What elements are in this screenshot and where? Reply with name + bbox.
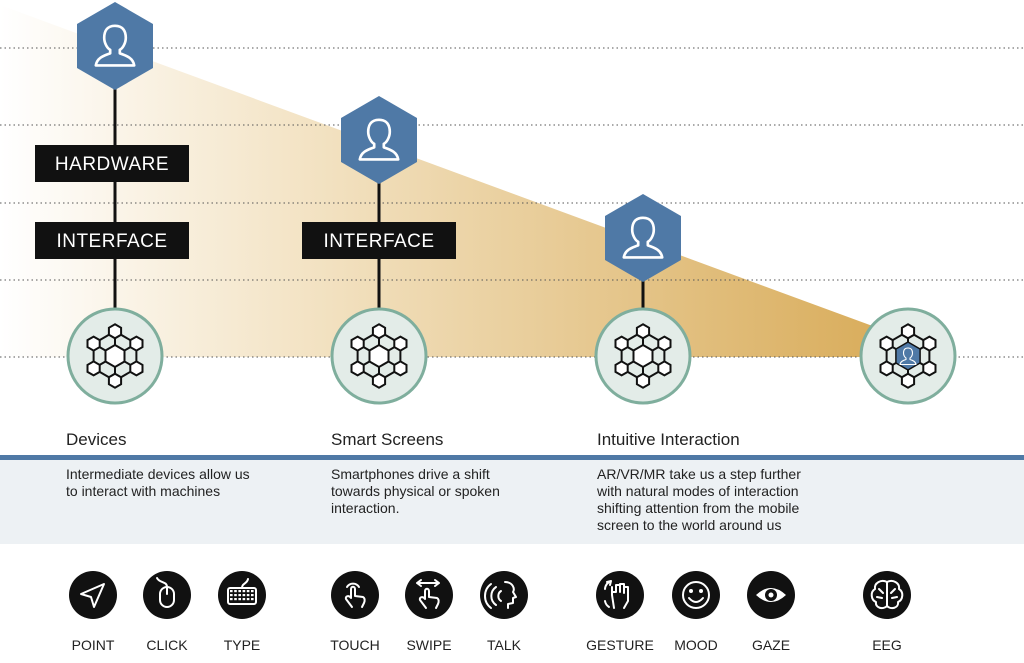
interaction-modes: POINT CLICK TYPE TOUCH SWIPE TALK GESTURE MOOD G… bbox=[69, 571, 911, 653]
mode-icon-badge bbox=[672, 571, 720, 619]
mode-label: EEG bbox=[872, 637, 902, 653]
network-node bbox=[66, 307, 164, 405]
mode-swipe: SWIPE bbox=[405, 571, 453, 653]
stage-description-devices: Intermediate devices allow us to interac… bbox=[66, 466, 306, 500]
mode-gaze: GAZE bbox=[747, 571, 795, 653]
description-line: screen to the world around us bbox=[597, 517, 782, 533]
talk-icon bbox=[484, 581, 517, 609]
mode-label: GESTURE bbox=[586, 637, 654, 653]
brain-icon bbox=[870, 579, 904, 610]
description-line: Smartphones drive a shift bbox=[331, 466, 490, 482]
hardware-label-box bbox=[35, 145, 189, 182]
hex-network-icon bbox=[614, 323, 672, 389]
mode-gesture: GESTURE bbox=[586, 571, 654, 653]
mode-label: SWIPE bbox=[406, 637, 451, 653]
user-hexagon-2 bbox=[341, 96, 417, 184]
mode-icon-badge bbox=[218, 571, 266, 619]
stage-title-devices: Devices bbox=[66, 430, 126, 449]
cursor-icon bbox=[80, 583, 105, 608]
description-band-line bbox=[0, 455, 1024, 460]
mode-label: CLICK bbox=[146, 637, 188, 653]
stage-title-smart-screens: Smart Screens bbox=[331, 430, 443, 449]
center-user-hexagon bbox=[895, 341, 921, 371]
interface-label-1: INTERFACE bbox=[56, 231, 167, 252]
mode-point: POINT bbox=[69, 571, 117, 653]
description-line: to interact with machines bbox=[66, 483, 221, 499]
description-line: Intermediate devices allow us bbox=[66, 466, 250, 482]
gesture-icon bbox=[604, 580, 629, 609]
swipe-icon bbox=[416, 579, 440, 609]
touch-icon bbox=[344, 582, 366, 608]
mode-icon-badge bbox=[69, 571, 117, 619]
interface-label-box-1 bbox=[35, 222, 189, 259]
mode-label: TALK bbox=[487, 637, 522, 653]
description-line: shifting attention from the mobile bbox=[597, 500, 800, 516]
mode-label: POINT bbox=[72, 637, 115, 653]
user-hexagon-3 bbox=[605, 194, 681, 282]
hex-network-icon bbox=[86, 323, 144, 389]
interface-label-2: INTERFACE bbox=[323, 231, 434, 252]
stage-description-intuitive-interaction: AR/VR/MR take us a step further with nat… bbox=[597, 466, 837, 534]
user-hexagon-1 bbox=[77, 2, 153, 90]
network-node bbox=[594, 307, 692, 405]
keyboard-icon bbox=[227, 578, 257, 605]
mode-touch: TOUCH bbox=[330, 571, 380, 653]
mode-talk: TALK bbox=[480, 571, 528, 653]
mode-type: TYPE bbox=[218, 571, 266, 653]
mode-eeg: EEG bbox=[863, 571, 911, 653]
mode-label: MOOD bbox=[674, 637, 718, 653]
network-node bbox=[330, 307, 428, 405]
mode-click: CLICK bbox=[143, 571, 191, 653]
mood-icon bbox=[682, 581, 710, 609]
mode-label: TYPE bbox=[224, 637, 261, 653]
mode-label: GAZE bbox=[752, 637, 790, 653]
mode-icon-badge bbox=[480, 571, 528, 619]
hex-network-icon bbox=[879, 323, 937, 389]
network-node bbox=[859, 307, 957, 405]
interface-label-box-2 bbox=[302, 222, 456, 259]
eye-icon bbox=[756, 588, 786, 602]
hardware-label: HARDWARE bbox=[55, 154, 169, 175]
mode-mood: MOOD bbox=[672, 571, 720, 653]
description-line: interaction. bbox=[331, 500, 400, 516]
mode-label: TOUCH bbox=[330, 637, 380, 653]
description-band bbox=[0, 458, 1024, 544]
mouse-icon bbox=[156, 577, 175, 608]
description-line: AR/VR/MR take us a step further bbox=[597, 466, 801, 482]
network-nodes bbox=[66, 307, 957, 405]
stage-description-smart-screens: Smartphones drive a shift towards physic… bbox=[331, 466, 571, 517]
description-line: with natural modes of interaction bbox=[597, 483, 799, 499]
mode-icon-badge bbox=[596, 571, 644, 619]
hex-network-icon bbox=[350, 323, 408, 389]
stage-title-intuitive-interaction: Intuitive Interaction bbox=[597, 430, 740, 449]
description-line: towards physical or spoken bbox=[331, 483, 500, 499]
